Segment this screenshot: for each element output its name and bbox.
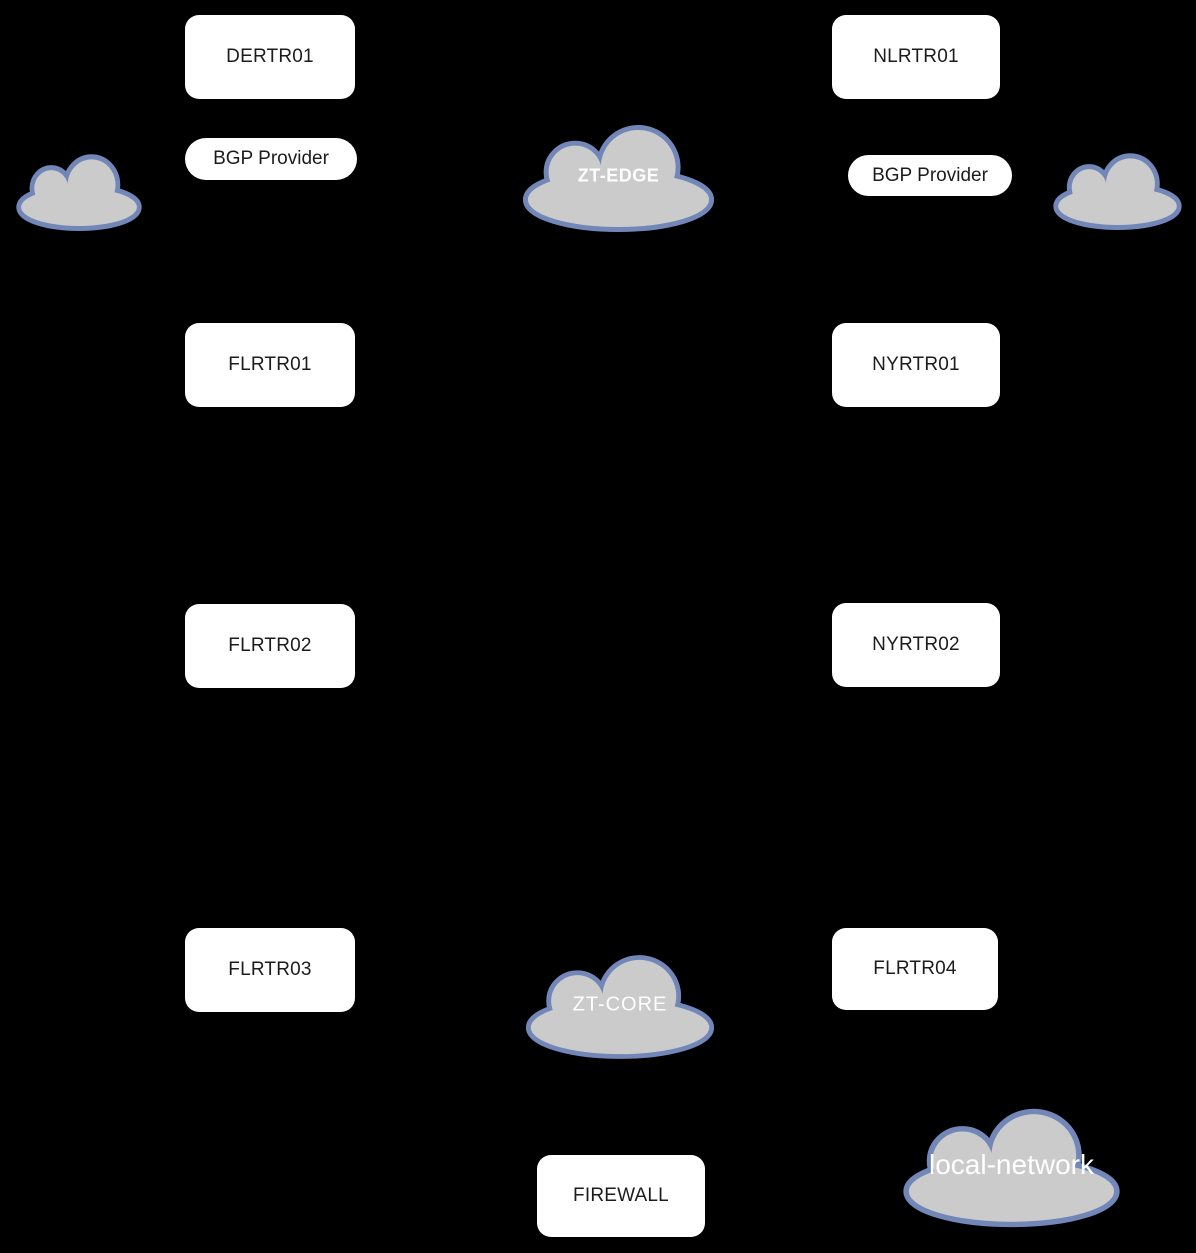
router-label: DERTR01: [226, 46, 314, 67]
internet-cloud-left: [16, 154, 142, 232]
firewall-label: FIREWALL: [573, 1185, 669, 1206]
zt-edge-cloud: ZT-EDGE: [520, 125, 717, 232]
internet-cloud-right: [1053, 153, 1182, 231]
zt-core-cloud: ZT-CORE: [523, 955, 717, 1059]
cloud-icon: [522, 125, 715, 232]
router-node-dertr01: DERTR01: [185, 15, 355, 99]
bgp-provider-left-node: BGP Provider: [185, 138, 357, 180]
zt-core-cloud-label: ZT-CORE: [572, 993, 668, 1016]
router-label: FLRTR03: [228, 959, 312, 980]
router-label: NLRTR01: [873, 46, 959, 67]
cloud-icon: [16, 154, 142, 232]
bgp-provider-right-node: BGP Provider: [848, 155, 1012, 196]
router-label: FLRTR01: [228, 354, 312, 375]
router-node-flrtr04: FLRTR04: [832, 928, 998, 1010]
router-node-nyrtr02: NYRTR02: [832, 603, 1000, 687]
router-node-nyrtr01: NYRTR01: [832, 323, 1000, 407]
router-node-flrtr03: FLRTR03: [185, 928, 355, 1012]
router-label: NYRTR02: [872, 634, 960, 655]
router-node-nlrtr01: NLRTR01: [832, 15, 1000, 99]
router-label: NYRTR01: [872, 354, 960, 375]
cloud-icon: [1053, 153, 1182, 231]
router-node-flrtr01: FLRTR01: [185, 323, 355, 407]
router-label: FLRTR04: [873, 958, 957, 979]
zt-edge-cloud-label: ZT-EDGE: [577, 165, 660, 186]
bgp-provider-label: BGP Provider: [872, 164, 988, 186]
router-label: FLRTR02: [228, 635, 312, 656]
local-network-cloud-label: local-network: [929, 1149, 1094, 1181]
local-network-cloud: local-network: [900, 1108, 1123, 1228]
cloud-icon: [903, 1108, 1120, 1228]
cloud-icon: [525, 955, 715, 1059]
firewall-node: FIREWALL: [537, 1155, 705, 1237]
bgp-provider-label: BGP Provider: [213, 148, 329, 169]
router-node-flrtr02: FLRTR02: [185, 604, 355, 688]
